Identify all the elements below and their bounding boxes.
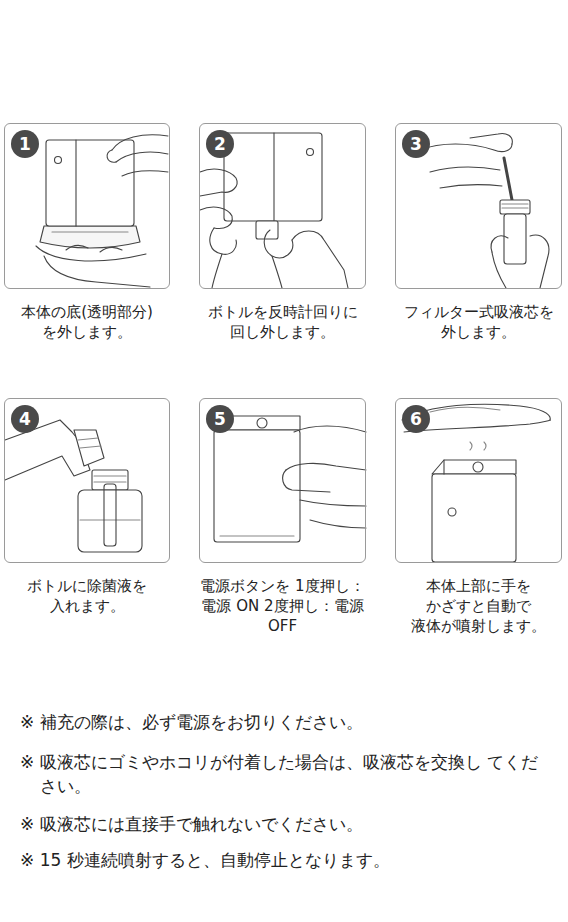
callout-number: 3	[410, 136, 422, 153]
step-number-badge: 1	[11, 130, 39, 158]
step-caption: 電源ボタンを 1度押し：電源 ON 2度押し：電源 OFF	[200, 576, 365, 636]
step-panel: ボトルに除菌液を 入れます。4	[4, 398, 170, 563]
step-number-badge: 3	[402, 130, 430, 158]
step5-illustration	[214, 416, 366, 542]
callout-number: 6	[410, 411, 422, 428]
step-caption: ボトルを反時計回りに 回し外します。	[200, 302, 365, 342]
step-panel: ボトルを反時計回りに 回し外します。2	[199, 123, 366, 289]
step-number-badge: 4	[11, 405, 39, 433]
step-panel: フィルター式吸液芯を 外します。3	[395, 123, 562, 289]
step-number-badge: 6	[402, 405, 430, 433]
step-panel: 本体の底(透明部分) を外します。1	[4, 123, 170, 289]
step-panel: 電源ボタンを 1度押し：電源 ON 2度押し：電源 OFF5	[199, 398, 366, 563]
step-number-badge: 2	[206, 130, 234, 158]
callout-number: 5	[214, 411, 226, 428]
step-panel: 本体上部に手を かざすと自動で 液体が噴射します。6	[395, 398, 562, 563]
caution-note: ※ 吸液芯には直接手で触れないでください。	[20, 812, 548, 836]
step-caption: ボトルに除菌液を 入れます。	[5, 576, 169, 616]
callout-number: 4	[19, 411, 31, 428]
step3-illustration	[420, 133, 549, 288]
step-number-badge: 5	[206, 405, 234, 433]
step1-illustration	[36, 135, 168, 287]
callout-number: 2	[214, 136, 226, 153]
caution-note: ※ 吸液芯にゴミやホコリが付着した場合は、吸液芯を交換し てください。	[20, 750, 548, 798]
caution-note: ※ 15 秒連続噴射すると、自動停止となります。	[20, 848, 548, 872]
step-caption: フィルター式吸液芯を 外します。	[396, 302, 561, 342]
caution-note: ※ 補充の際は、必ず電源をお切りください。	[20, 710, 548, 734]
step-caption: 本体の底(透明部分) を外します。	[5, 302, 169, 342]
step-caption: 本体上部に手を かざすと自動で 液体が噴射します。	[396, 576, 561, 636]
step4-illustration	[5, 420, 142, 552]
callout-number: 1	[19, 136, 31, 153]
step6-illustration	[402, 404, 550, 562]
